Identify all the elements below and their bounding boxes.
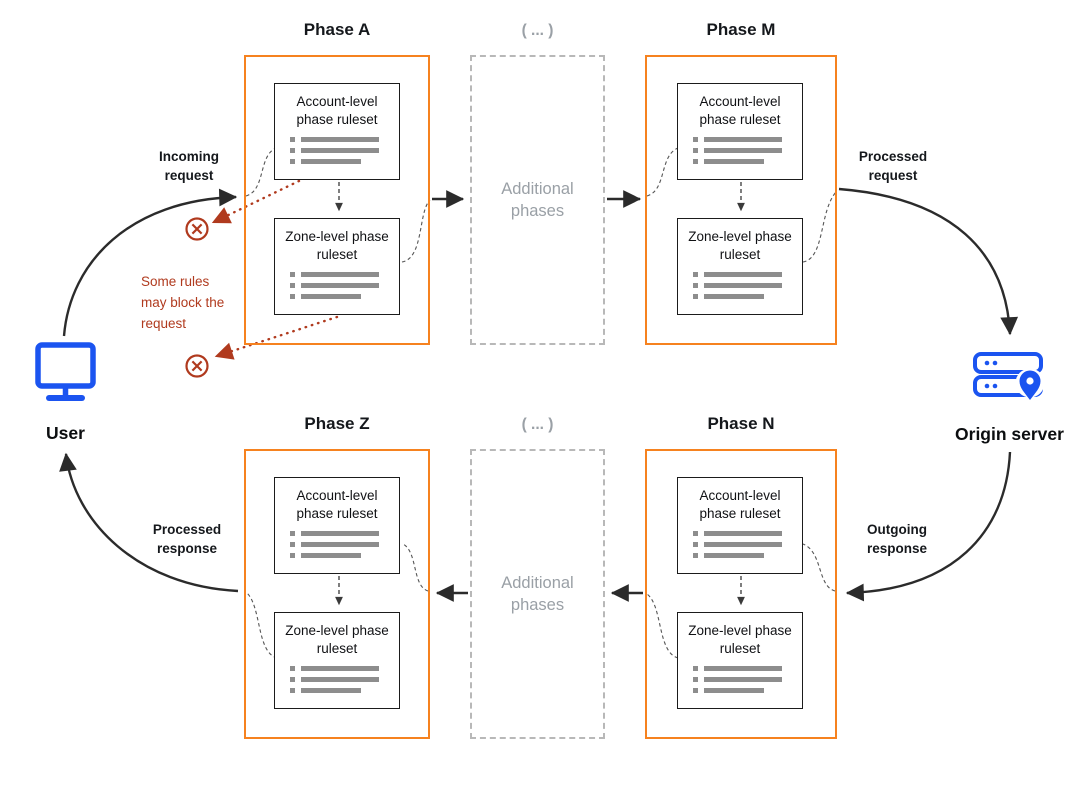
block-warning-text: Some rules may block the request bbox=[141, 274, 225, 331]
additional-phases-label: Additional phases bbox=[501, 573, 574, 614]
ruleset-lines bbox=[275, 272, 399, 299]
account-ruleset-box: Account-level phase ruleset bbox=[274, 477, 400, 574]
block-dotted-arrow-2 bbox=[214, 315, 339, 360]
additional-phases-box-bottom: Additional phases bbox=[470, 449, 605, 739]
account-ruleset-box: Account-level phase ruleset bbox=[677, 83, 803, 180]
ruleset-lines bbox=[678, 531, 802, 558]
squiggle-connector bbox=[802, 543, 836, 592]
additional-phases-ellipsis-top: ( ... ) bbox=[521, 22, 554, 39]
account-ruleset-label: Account-level phase ruleset bbox=[296, 94, 378, 127]
zone-ruleset-box: Zone-level phase ruleset bbox=[274, 218, 400, 315]
ruleset-line bbox=[693, 294, 802, 299]
ruleset-line bbox=[693, 531, 802, 536]
ruleset-line bbox=[290, 294, 399, 299]
zone-ruleset-box: Zone-level phase ruleset bbox=[677, 218, 803, 315]
ruleset-line bbox=[290, 272, 399, 277]
phase-z-title: Phase Z bbox=[304, 414, 370, 433]
monitor-icon bbox=[35, 342, 96, 401]
account-ruleset-label: Account-level phase ruleset bbox=[699, 488, 781, 521]
ruleset-line bbox=[693, 159, 802, 164]
ruleset-line bbox=[693, 272, 802, 277]
phase-box-m: Account-level phase ruleset Zone-level p… bbox=[645, 55, 837, 345]
additional-phases-box-top: Additional phases bbox=[470, 55, 605, 345]
ruleset-lines bbox=[275, 137, 399, 164]
ruleset-line bbox=[693, 137, 802, 142]
circle-x-icon bbox=[185, 217, 209, 241]
phase-n-title: Phase N bbox=[707, 414, 775, 433]
ruleset-line bbox=[290, 542, 399, 547]
squiggle-connector bbox=[401, 199, 431, 263]
ruleset-line bbox=[290, 283, 399, 288]
ruleset-line bbox=[290, 148, 399, 153]
zone-ruleset-box: Zone-level phase ruleset bbox=[677, 612, 803, 709]
phase-box-n: Account-level phase ruleset Zone-level p… bbox=[645, 449, 837, 739]
zone-ruleset-label: Zone-level phase ruleset bbox=[285, 623, 389, 656]
user-label: User bbox=[46, 423, 85, 443]
origin-server-label: Origin server bbox=[955, 424, 1064, 444]
account-ruleset-label: Account-level phase ruleset bbox=[296, 488, 378, 521]
server-icon bbox=[973, 352, 1045, 400]
squiggle-connector bbox=[646, 593, 679, 659]
ruleset-lines bbox=[678, 272, 802, 299]
ruleset-line bbox=[693, 677, 802, 682]
processed-request-arrow bbox=[838, 187, 1019, 336]
ruleset-lines bbox=[678, 666, 802, 693]
ruleset-line bbox=[290, 553, 399, 558]
incoming-request-label: Incoming request bbox=[159, 149, 219, 183]
block-dotted-arrow-1 bbox=[211, 179, 301, 224]
outgoing-response-arrow bbox=[845, 451, 1012, 602]
account-ruleset-box: Account-level phase ruleset bbox=[677, 477, 803, 574]
ruleset-line bbox=[693, 542, 802, 547]
processed-request-label: Processed request bbox=[858, 149, 928, 183]
squiggle-connector bbox=[245, 591, 278, 659]
ruleset-line bbox=[290, 666, 399, 671]
ruleset-line bbox=[693, 688, 802, 693]
zone-ruleset-label: Zone-level phase ruleset bbox=[688, 229, 792, 262]
account-ruleset-label: Account-level phase ruleset bbox=[699, 94, 781, 127]
phase-box-z: Account-level phase ruleset Zone-level p… bbox=[244, 449, 430, 739]
ruleset-line bbox=[290, 688, 399, 693]
phase-box-a: Account-level phase ruleset Zone-level p… bbox=[244, 55, 430, 345]
ruleset-line bbox=[693, 148, 802, 153]
ruleset-lines bbox=[275, 531, 399, 558]
squiggle-connector bbox=[402, 543, 429, 592]
processed-response-arrow bbox=[59, 452, 239, 593]
ruleset-lines bbox=[275, 666, 399, 693]
additional-phases-ellipsis-bottom: ( ... ) bbox=[521, 416, 554, 433]
zone-ruleset-box: Zone-level phase ruleset bbox=[274, 612, 400, 709]
phase-a-title: Phase A bbox=[303, 20, 371, 39]
additional-phases-label: Additional phases bbox=[501, 179, 574, 220]
squiggle-connector bbox=[802, 191, 837, 263]
account-ruleset-box: Account-level phase ruleset bbox=[274, 83, 400, 180]
ruleset-lines bbox=[678, 137, 802, 164]
ruleset-line bbox=[290, 531, 399, 536]
location-pin-icon bbox=[1019, 370, 1041, 400]
zone-ruleset-label: Zone-level phase ruleset bbox=[285, 229, 389, 262]
ruleset-line bbox=[290, 677, 399, 682]
circle-x-icon bbox=[185, 354, 209, 378]
ruleset-line bbox=[693, 666, 802, 671]
ruleset-line bbox=[290, 137, 399, 142]
ruleset-line bbox=[693, 283, 802, 288]
zone-ruleset-label: Zone-level phase ruleset bbox=[688, 623, 792, 656]
ruleset-line bbox=[693, 553, 802, 558]
outgoing-response-label: Outgoing response bbox=[866, 522, 928, 556]
incoming-request-arrow bbox=[62, 188, 238, 337]
ruleset-line bbox=[290, 159, 399, 164]
squiggle-connector bbox=[245, 147, 277, 197]
processed-response-label: Processed response bbox=[152, 522, 222, 556]
phase-m-title: Phase M bbox=[706, 20, 776, 39]
